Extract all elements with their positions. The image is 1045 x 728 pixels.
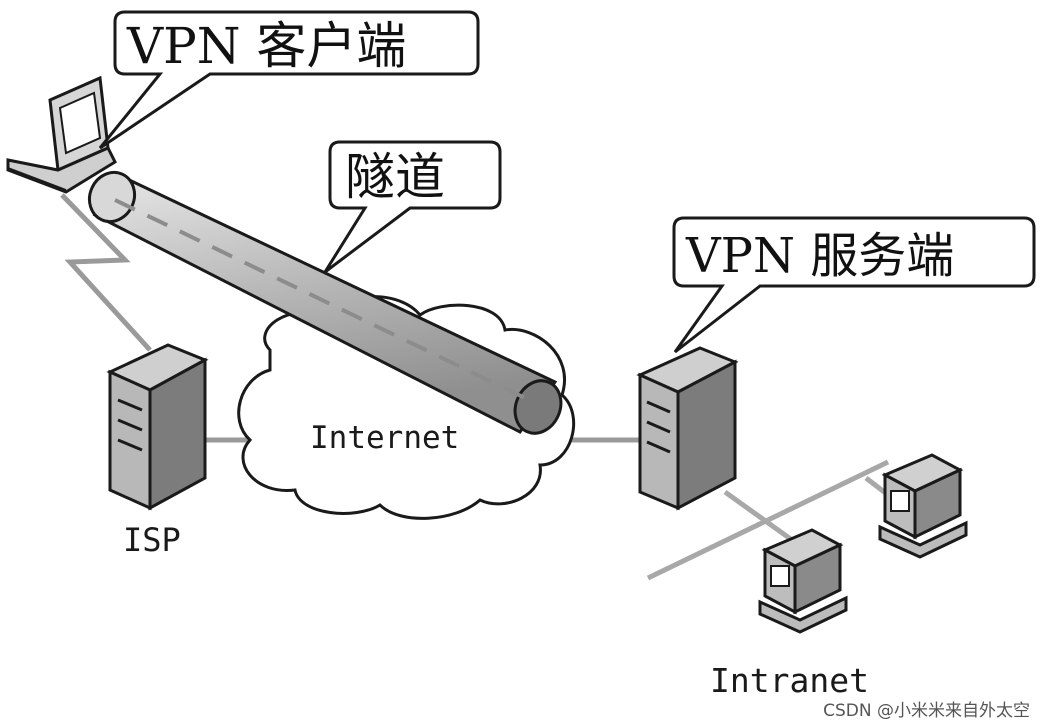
intranet-pc-icon — [878, 453, 968, 559]
watermark: CSDN @小米米来自外太空 — [823, 701, 1030, 721]
callout-vpn-client: VPN 客户端 — [98, 10, 480, 150]
callout-tunnel-label: 隧道 — [345, 148, 445, 206]
isp-label: ISP — [123, 521, 181, 559]
laptop-icon — [6, 75, 117, 194]
intranet-pc-icon — [758, 528, 848, 634]
callout-vpn-server: VPN 服务端 — [672, 216, 1036, 354]
isp-server-icon — [106, 343, 209, 511]
vpn-server-icon — [636, 346, 739, 511]
callout-tunnel: 隧道 — [323, 140, 502, 274]
intranet-label: Intranet — [710, 661, 869, 700]
vpn-tunnel — [87, 170, 563, 435]
dialup-link — [60, 193, 152, 352]
callout-vpn-server-label: VPN 服务端 — [685, 228, 954, 284]
callout-vpn-client-label: VPN 客户端 — [126, 17, 406, 75]
internet-label: Internet — [310, 420, 459, 456]
server-lan-link — [723, 489, 794, 543]
